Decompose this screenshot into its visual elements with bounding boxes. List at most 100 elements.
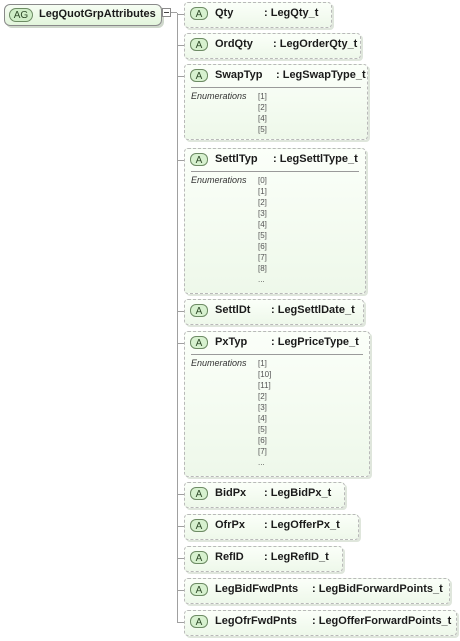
enumeration-value: [3] bbox=[258, 403, 267, 412]
enumeration-value: [7] bbox=[258, 253, 267, 262]
enumeration-value: [4] bbox=[258, 114, 267, 123]
attribute-header: A LegOfrFwdPnts : LegOfferForwardPoints_t bbox=[185, 611, 456, 633]
enumeration-value: [2] bbox=[258, 103, 267, 112]
enumeration-divider bbox=[191, 87, 361, 88]
attribute-icon: A bbox=[190, 38, 208, 51]
attribute-node-bidpx[interactable]: A BidPx : LegBidPx_t bbox=[184, 482, 345, 508]
attribute-node-legofrfwdpnts[interactable]: A LegOfrFwdPnts : LegOfferForwardPoints_t bbox=[184, 610, 457, 636]
attribute-header: A SwapTyp : LegSwapType_t bbox=[185, 65, 367, 87]
attribute-group-name: LegQuotGrpAttributes bbox=[39, 8, 156, 20]
attribute-header: A OrdQty : LegOrderQty_t bbox=[185, 34, 360, 56]
enumeration-value: [4] bbox=[258, 220, 267, 229]
enumeration-divider bbox=[191, 171, 359, 172]
enumeration-value: [5] bbox=[258, 125, 267, 134]
attribute-type: : LegOrderQty_t bbox=[273, 38, 358, 50]
attribute-node-qty[interactable]: A Qty : LegQty_t bbox=[184, 2, 332, 28]
attribute-connector bbox=[178, 494, 184, 495]
enumeration-value: [0] bbox=[258, 176, 267, 185]
enumeration-value: [10] bbox=[258, 370, 272, 379]
attribute-name: SwapTyp bbox=[215, 69, 263, 81]
enumeration-value: [6] bbox=[258, 242, 267, 251]
attribute-connector bbox=[178, 622, 184, 623]
attribute-type: : LegRefID_t bbox=[264, 551, 329, 563]
attribute-node-ordqty[interactable]: A OrdQty : LegOrderQty_t bbox=[184, 33, 361, 59]
enumeration-value: [5] bbox=[258, 425, 267, 434]
attribute-name: RefID bbox=[215, 551, 244, 563]
attribute-type: : LegOfferForwardPoints_t bbox=[312, 615, 452, 627]
enumeration-value: [6] bbox=[258, 436, 267, 445]
enumeration-value: [11] bbox=[258, 381, 271, 390]
attribute-type: : LegBidForwardPoints_t bbox=[312, 583, 443, 595]
attribute-connector bbox=[178, 590, 184, 591]
attribute-icon: A bbox=[190, 7, 208, 20]
attribute-icon: A bbox=[190, 336, 208, 349]
attribute-name: PxTyp bbox=[215, 336, 248, 348]
attribute-connector bbox=[178, 311, 184, 312]
attribute-icon: A bbox=[190, 615, 208, 628]
enumeration-value: [2] bbox=[258, 198, 267, 207]
attribute-header: A BidPx : LegBidPx_t bbox=[185, 483, 344, 505]
attribute-connector bbox=[178, 45, 184, 46]
enumeration-value: [1] bbox=[258, 92, 267, 101]
attribute-name: SettlDt bbox=[215, 304, 251, 316]
attribute-name: BidPx bbox=[215, 487, 247, 499]
attribute-header: A SettlTyp : LegSettlType_t bbox=[185, 149, 365, 171]
attribute-icon: A bbox=[190, 583, 208, 596]
enumerations-label: Enumerations bbox=[191, 175, 247, 185]
attribute-icon: A bbox=[190, 551, 208, 564]
enumerations-label: Enumerations bbox=[191, 91, 247, 101]
enumeration-value: ... bbox=[258, 458, 265, 467]
attribute-header: A Qty : LegQty_t bbox=[185, 3, 331, 25]
attribute-name: SettlTyp bbox=[215, 153, 258, 165]
attribute-header: A OfrPx : LegOfferPx_t bbox=[185, 515, 358, 537]
attribute-group-node[interactable]: AG LegQuotGrpAttributes bbox=[4, 4, 162, 26]
attribute-icon: A bbox=[190, 519, 208, 532]
attribute-connector bbox=[178, 558, 184, 559]
enumeration-value: [7] bbox=[258, 447, 267, 456]
enumeration-list: [1] [2] [4] [5] bbox=[258, 91, 267, 135]
enumeration-value: [1] bbox=[258, 359, 267, 368]
attribute-icon: A bbox=[190, 487, 208, 500]
enumeration-value: [5] bbox=[258, 231, 267, 240]
attribute-type: : LegPriceType_t bbox=[271, 336, 359, 348]
enumeration-value: [3] bbox=[258, 209, 267, 218]
attribute-name: LegOfrFwdPnts bbox=[215, 615, 297, 627]
attribute-name: OrdQty bbox=[215, 38, 253, 50]
attribute-header: A LegBidFwdPnts : LegBidForwardPoints_t bbox=[185, 579, 449, 601]
collapse-toggle-icon[interactable] bbox=[162, 8, 171, 17]
attribute-node-refid[interactable]: A RefID : LegRefID_t bbox=[184, 546, 343, 572]
attribute-connector bbox=[178, 160, 184, 161]
enumeration-value: [8] bbox=[258, 264, 267, 273]
attribute-type: : LegBidPx_t bbox=[264, 487, 332, 499]
root-connector bbox=[171, 12, 177, 13]
attribute-type: : LegSwapType_t bbox=[276, 69, 366, 81]
attribute-group-icon: AG bbox=[9, 8, 33, 22]
attribute-type: : LegSettlType_t bbox=[273, 153, 358, 165]
attribute-type: : LegQty_t bbox=[264, 7, 319, 19]
attribute-connector bbox=[178, 14, 184, 15]
enumeration-value: [2] bbox=[258, 392, 267, 401]
attribute-name: Qty bbox=[215, 7, 234, 19]
attribute-icon: A bbox=[190, 153, 208, 166]
attribute-type: : LegOfferPx_t bbox=[264, 519, 340, 531]
attribute-header: A RefID : LegRefID_t bbox=[185, 547, 342, 569]
enumeration-list: [1][10][11][2][3][4][5][6][7]... bbox=[258, 358, 271, 468]
attribute-header: A PxTyp : LegPriceType_t bbox=[185, 332, 369, 354]
attribute-name: LegBidFwdPnts bbox=[215, 583, 299, 595]
attribute-connector bbox=[178, 526, 184, 527]
enumeration-divider bbox=[191, 354, 363, 355]
attribute-icon: A bbox=[190, 304, 208, 317]
attribute-icon: A bbox=[190, 69, 208, 82]
enumeration-value: ... bbox=[258, 275, 265, 284]
attribute-name: OfrPx bbox=[215, 519, 245, 531]
enumeration-value: [1] bbox=[258, 187, 267, 196]
attribute-connector bbox=[178, 76, 184, 77]
enumeration-list: [0] [1] [2] [3] [4] [5] [6] [7] [8]... bbox=[258, 175, 267, 285]
attribute-node-ofrpx[interactable]: A OfrPx : LegOfferPx_t bbox=[184, 514, 359, 540]
attribute-node-legbidfwdpnts[interactable]: A LegBidFwdPnts : LegBidForwardPoints_t bbox=[184, 578, 450, 604]
